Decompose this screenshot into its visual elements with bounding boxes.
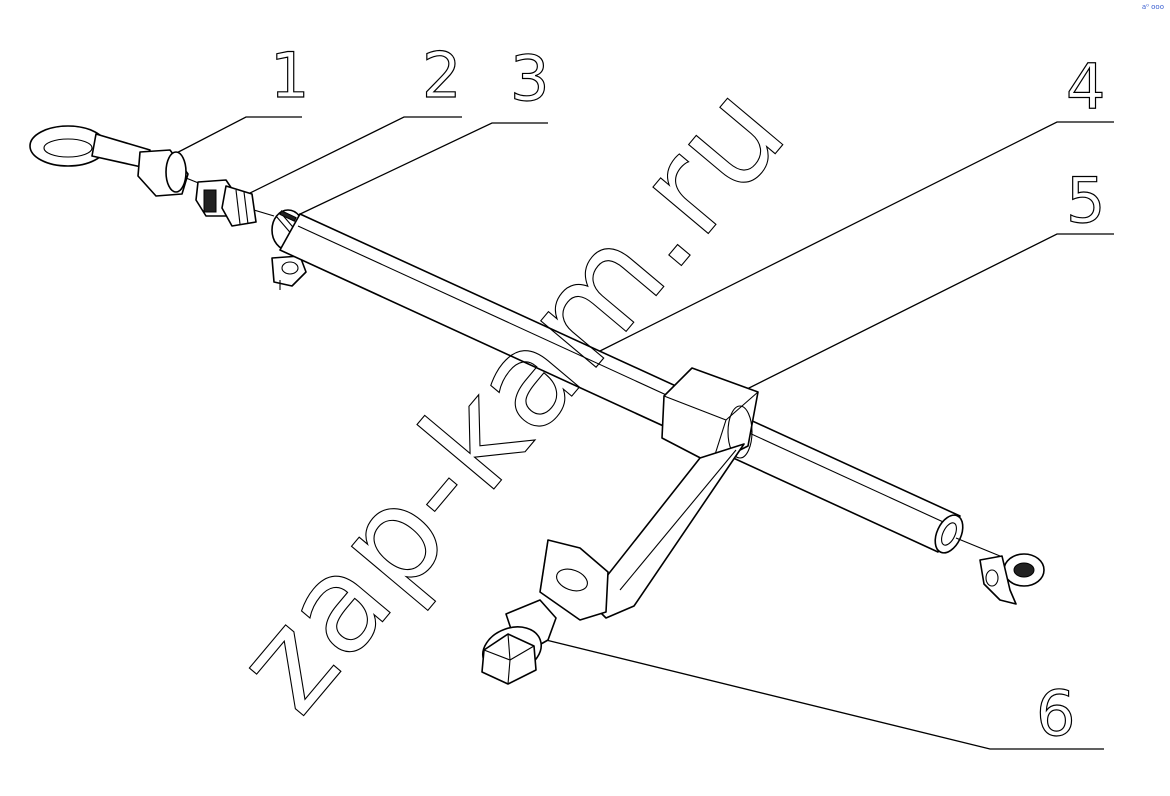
right-end-fitting xyxy=(979,553,1045,605)
leader-lines xyxy=(162,116,1114,750)
callout-numbers: 1 2 3 4 5 6 xyxy=(269,38,1106,750)
callout-1: 1 xyxy=(270,39,309,112)
part-5-upper-bore xyxy=(727,405,753,459)
part-1-sleeve-face xyxy=(165,151,187,193)
callout-6: 6 xyxy=(1036,677,1075,750)
part-5-arm xyxy=(587,443,745,619)
part-2-nut-shadow xyxy=(203,189,217,213)
callout-4: 4 xyxy=(1066,50,1105,123)
part-5-lower-hole xyxy=(556,568,588,592)
cable-eye-hole xyxy=(43,138,93,158)
callout-2: 2 xyxy=(422,39,461,112)
leader-6 xyxy=(545,639,1104,750)
part-4-tube-highlight xyxy=(297,225,953,527)
part-5-bracket xyxy=(539,367,759,621)
part-5-lower-lug xyxy=(539,539,609,621)
leader-4 xyxy=(597,121,1114,353)
leader-1 xyxy=(162,116,302,161)
part-6-bolt xyxy=(481,599,557,685)
part-2-adjuster-fitting xyxy=(195,179,275,227)
right-end-ring-hole xyxy=(1013,562,1035,578)
leader-5 xyxy=(734,233,1114,396)
part-1-cable-eye-end xyxy=(29,125,207,197)
part-3-clip xyxy=(271,255,307,287)
leader-3 xyxy=(295,122,548,217)
callout-3: 3 xyxy=(510,42,549,115)
leader-2 xyxy=(243,116,462,197)
callout-5: 5 xyxy=(1066,164,1105,237)
corner-mark: a⁰ ooo xyxy=(1141,3,1164,11)
